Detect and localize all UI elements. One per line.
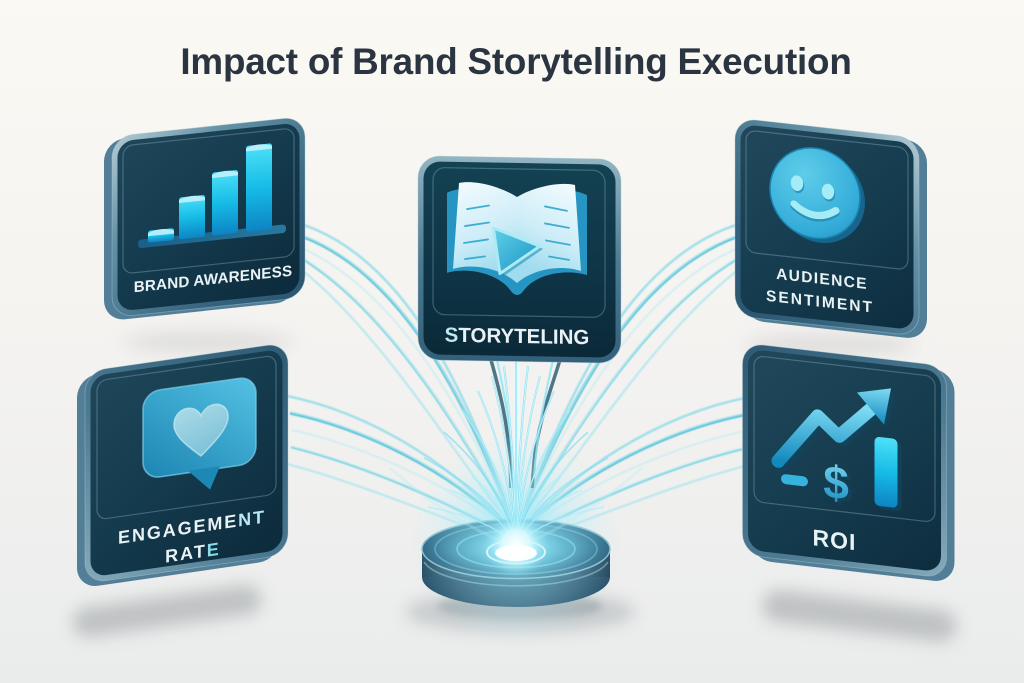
- svg-text:Impact of Brand Storytelling E: Impact of Brand Storytelling Execution: [180, 41, 851, 82]
- svg-text:ROI: ROI: [813, 524, 857, 555]
- svg-text:$: $: [823, 455, 849, 510]
- svg-text:STORYTELING: STORYTELING: [445, 324, 590, 350]
- svg-text:$: $: [827, 458, 853, 513]
